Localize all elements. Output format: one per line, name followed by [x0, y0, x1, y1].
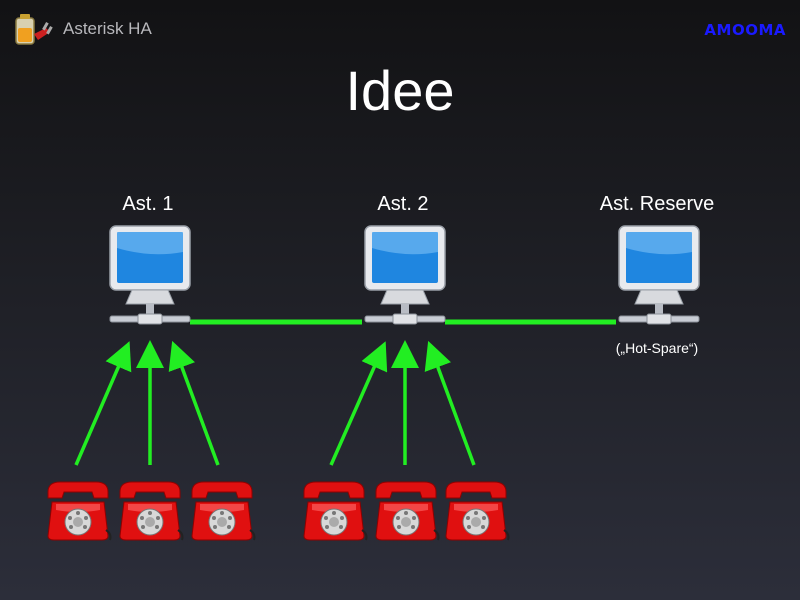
telephone-icon: [300, 478, 368, 547]
battery-plug-icon: [12, 10, 54, 50]
server-label-ast2: Ast. 2: [377, 193, 429, 215]
server-note-hot-spare: („Hot-Spare“): [615, 340, 699, 356]
arrow-phone1-ast1: [74, 341, 132, 466]
arrow-phone6-ast2: [424, 340, 476, 466]
app-title: Asterisk HA: [63, 19, 152, 38]
telephone-icon: [44, 478, 112, 547]
computer-icon: [102, 224, 198, 339]
telephone-icon: [188, 478, 256, 547]
server-label-reserve: Ast. Reserve: [599, 193, 715, 215]
arrow-phone4-ast2: [329, 341, 388, 466]
slide-title: Idee: [345, 59, 455, 122]
telephone-icon: [442, 478, 510, 547]
brand-logo: AMOOMA: [704, 21, 786, 39]
telephone-icon: [116, 478, 184, 547]
arrow-phone3-ast1: [168, 340, 220, 466]
computer-icon: [611, 224, 707, 339]
server-label-ast1: Ast. 1: [122, 193, 174, 215]
computer-icon: [357, 224, 453, 339]
telephone-icon: [372, 478, 440, 547]
